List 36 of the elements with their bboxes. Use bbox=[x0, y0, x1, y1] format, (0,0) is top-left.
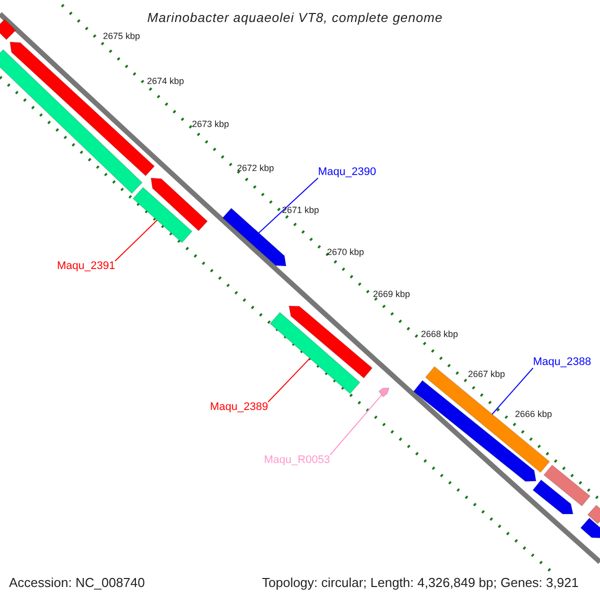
gene-label: Maqu_2388 bbox=[533, 357, 592, 368]
scale-label: 2668 kbp bbox=[421, 330, 458, 339]
scale-label: 2675 kbp bbox=[103, 32, 140, 41]
gene-label: Maqu_R0053 bbox=[264, 455, 330, 466]
gene-label: Maqu_2391 bbox=[57, 261, 116, 272]
gene-bar bbox=[532, 479, 574, 514]
gene-bar bbox=[580, 518, 600, 538]
leader-line bbox=[268, 358, 310, 402]
genome-summary-text: Topology: circular; Length: 4,326,849 bp; Genes: 3,921 bbox=[262, 576, 579, 589]
gene-bar bbox=[288, 306, 373, 379]
scale-label: 2669 kbp bbox=[373, 290, 410, 299]
gene-bar bbox=[132, 186, 193, 244]
scale-label: 2671 kbp bbox=[282, 206, 320, 215]
scale-label: 2666 kbp bbox=[515, 410, 552, 419]
leader-line bbox=[491, 368, 534, 415]
leader-line bbox=[114, 219, 158, 262]
leader-line bbox=[258, 178, 318, 234]
gene-bar bbox=[424, 366, 550, 473]
gene-bar bbox=[150, 178, 208, 232]
title: Marinobacter aquaeolei VT8, complete genome bbox=[146, 11, 444, 24]
accession-text: Accession: NC_008740 bbox=[9, 576, 145, 589]
gene-bar bbox=[0, 18, 16, 40]
gene-bar bbox=[270, 312, 360, 394]
gene-bar bbox=[378, 388, 390, 398]
gene-label: Maqu_2389 bbox=[210, 402, 268, 413]
scale-label: 2672 kbp bbox=[237, 164, 274, 173]
gene-bar bbox=[543, 464, 591, 507]
gene-label: Maqu_2390 bbox=[318, 167, 376, 178]
gene-bar bbox=[0, 49, 143, 194]
gene-bar bbox=[587, 504, 600, 524]
leader-line bbox=[330, 394, 382, 456]
scale-label: 2673 kbp bbox=[192, 120, 230, 129]
gene-bar bbox=[413, 380, 536, 482]
scale-label: 2670 kbp bbox=[327, 248, 364, 257]
scale-label: 2674 kbp bbox=[147, 77, 184, 86]
scale-label: 2667 kbp bbox=[468, 370, 506, 379]
